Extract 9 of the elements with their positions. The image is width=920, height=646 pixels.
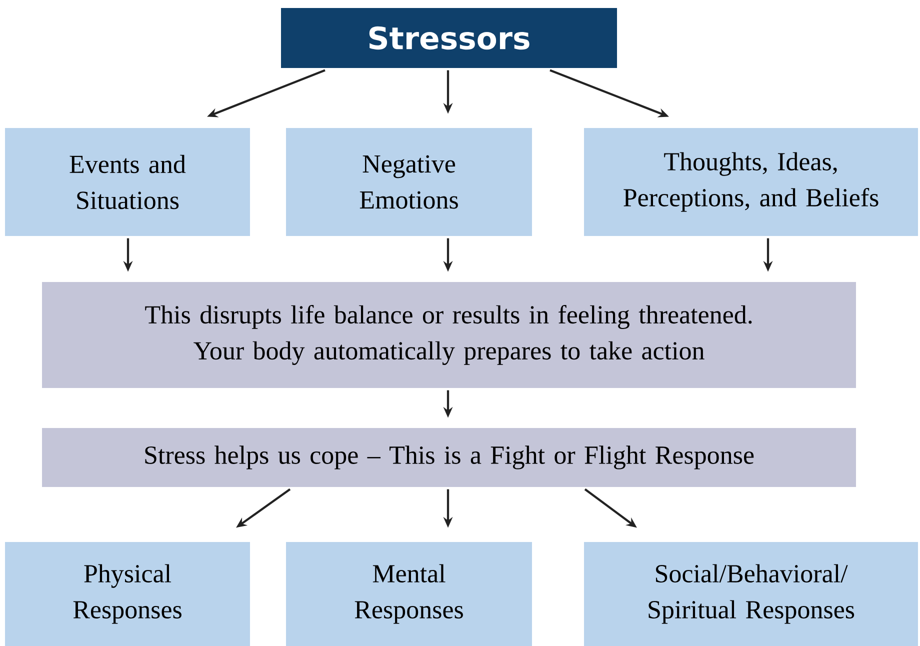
category-box: Mental Responses	[286, 542, 532, 646]
category-box: Physical Responses	[5, 542, 250, 646]
category-box: Social/Behavioral/ Spiritual Responses	[584, 542, 918, 646]
category-box: Events and Situations	[5, 128, 250, 236]
process-box: Stress helps us cope – This is a Fight or Flight Response	[42, 428, 856, 487]
process-box: This disrupts life balance or results in feeling threatened. Your body automatically prepares to take action	[42, 282, 856, 388]
category-box: Thoughts, Ideas, Perceptions, and Beliefs	[584, 128, 918, 236]
category-box: Negative Emotions	[286, 128, 532, 236]
title-box: Stressors	[281, 8, 617, 68]
